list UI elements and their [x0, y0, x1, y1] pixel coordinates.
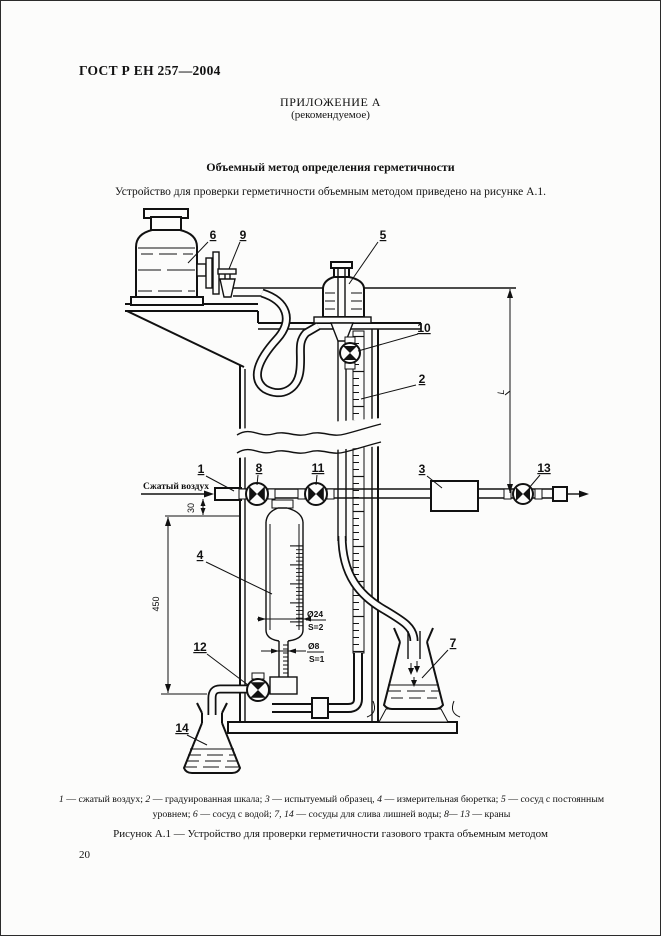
valve-9: [217, 268, 237, 298]
intro-text: Устройство для проверки герметичности об…: [115, 186, 546, 198]
figure-a1-diagram: 450 30 L Ø24 S=2 Ø8 S=1 Сжатый воздух: [1, 206, 660, 781]
drain-flask-left: [182, 702, 242, 774]
label-6: 6: [210, 228, 217, 242]
figure-caption: 1 — сжатый воздух; 2 — градуированная шк…: [58, 793, 605, 820]
burette-lower-ticks: [283, 644, 288, 674]
label-3: 3: [419, 462, 426, 476]
part-leader-lines: [186, 241, 541, 746]
base-plate: [227, 721, 458, 734]
standard-code: ГОСТ Р ЕН 257—2004: [79, 63, 221, 78]
break-symbol: [236, 418, 382, 458]
pipe-union: [311, 697, 329, 719]
label-2: 2: [419, 372, 426, 386]
burette-bottom-fitting: [269, 676, 298, 695]
label-10: 10: [417, 321, 431, 335]
outlet-arrow: [579, 490, 589, 498]
appendix-note: (рекомендуемое): [291, 109, 370, 121]
water-level-7: [388, 684, 439, 699]
dim-inner-dia: Ø8: [308, 641, 320, 651]
label-4: 4: [197, 548, 204, 562]
air-inlet-arrow: [204, 490, 214, 498]
water-level-6: [138, 247, 195, 292]
label-8: 8: [256, 461, 263, 475]
burette-tee: [271, 499, 294, 509]
dim-outer-wall: S=2: [308, 622, 324, 632]
label-5: 5: [380, 228, 387, 242]
dim-L: L: [496, 389, 506, 394]
dim-30: 30: [186, 503, 196, 513]
water-level-5: [325, 292, 362, 310]
drain-elbow: [207, 684, 248, 715]
s-hose: [252, 288, 321, 398]
label-11: 11: [312, 461, 325, 475]
valve-13: [503, 483, 543, 505]
measuring-burette: [265, 499, 304, 677]
level-tube: [337, 341, 419, 642]
label-1: 1: [198, 462, 205, 476]
water-vessel: [130, 208, 220, 306]
constant-level-vessel: [313, 261, 372, 342]
bottom-drain-pipe: [272, 653, 363, 719]
page-number: 20: [79, 849, 90, 861]
dim-outer-dia: Ø24: [307, 609, 323, 619]
section-title: Объемный метод определения герметичности: [206, 160, 455, 174]
valve-12: [246, 672, 270, 702]
top-pipe: [233, 287, 516, 398]
valve-11: [297, 482, 335, 506]
dimension-lines: 450 30 L Ø24 S=2 Ø8 S=1: [151, 289, 513, 695]
label-9: 9: [240, 228, 247, 242]
air-inlet-label: Сжатый воздух: [143, 481, 209, 492]
dim-inner-wall: S=1: [309, 654, 325, 664]
part-number-labels: 1 2 3 4 5 6 7 8 9 10 11 12 13 14: [175, 228, 551, 735]
graduated-scale: [352, 330, 365, 654]
figure-title: Рисунок А.1 — Устройство для проверки ге…: [113, 828, 548, 840]
drip-arrows: [408, 661, 420, 687]
label-7: 7: [450, 636, 457, 650]
test-specimen: [430, 480, 479, 512]
vessel-outlet-stub: [196, 263, 207, 277]
drain-flask-right: [366, 627, 461, 723]
outlet-fitting: [552, 486, 568, 502]
valve-10: [339, 336, 361, 370]
inlet-fitting: [214, 487, 242, 501]
label-14: 14: [175, 721, 189, 735]
apparatus-drawing: 450 30 L Ø24 S=2 Ø8 S=1 Сжатый воздух: [125, 208, 589, 774]
dim-450: 450: [151, 596, 161, 611]
water-level-14: [185, 748, 239, 768]
appendix-label: ПРИЛОЖЕНИЕ А: [280, 95, 381, 109]
label-13: 13: [537, 461, 551, 475]
flask-stand: [378, 708, 449, 723]
vessel-bracket: [313, 316, 372, 324]
label-12: 12: [193, 640, 207, 654]
